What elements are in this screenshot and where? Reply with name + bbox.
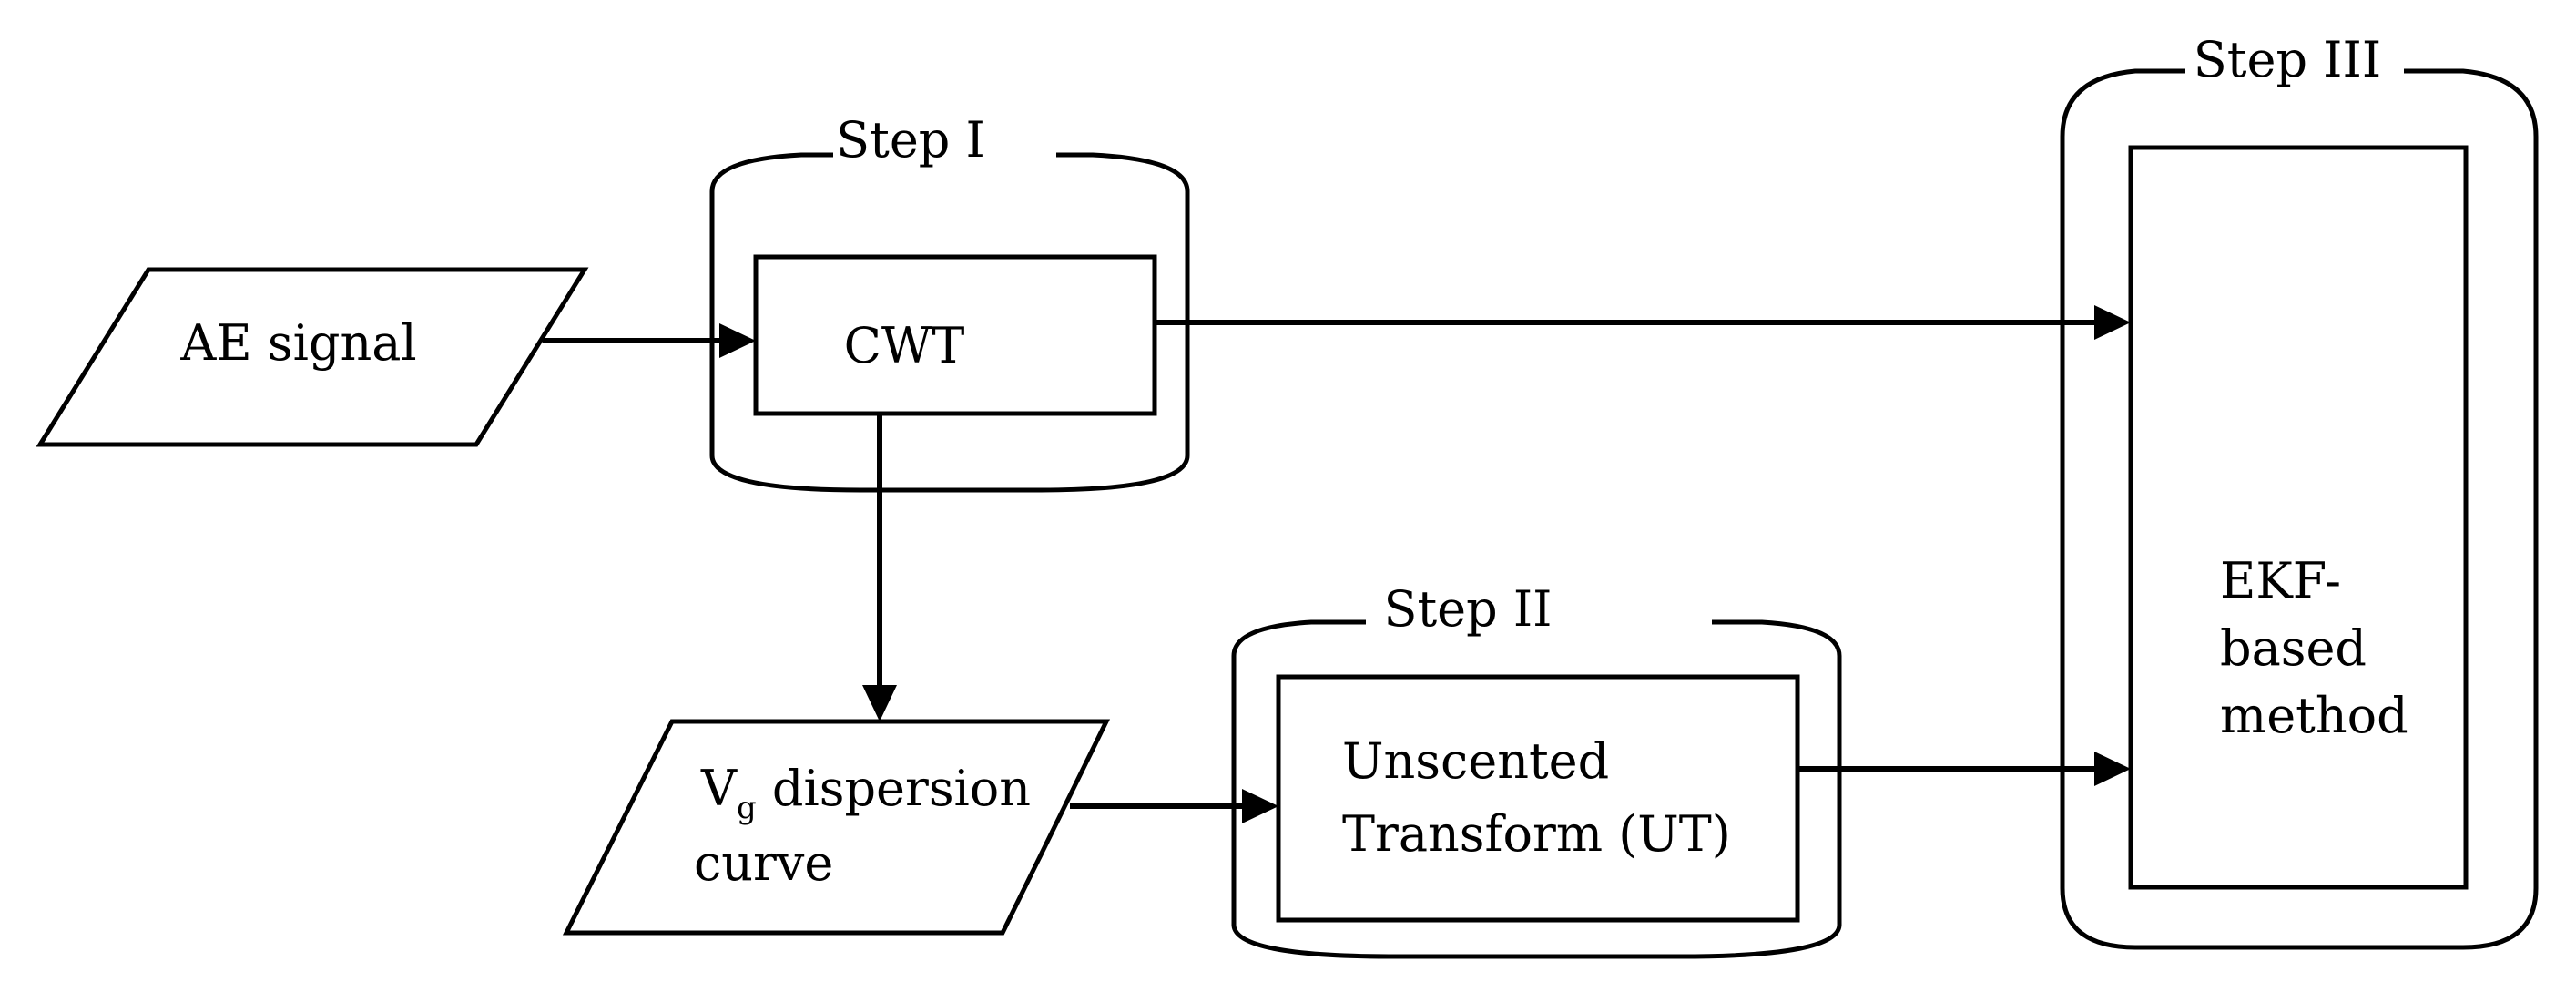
arrow-vg-to-ut (1070, 789, 1278, 823)
ae-signal-label: AE signal (179, 314, 416, 372)
step-2-label: Step II (1383, 580, 1552, 638)
ut-label-line1: Unscented (1342, 732, 1609, 790)
step-1-frame-left (709, 152, 1190, 493)
ut-node: Unscented Transform (UT) (1276, 674, 1800, 923)
cwt-node: CWT (753, 254, 1157, 416)
vg-dispersion-line1: Vg dispersion (700, 760, 1031, 826)
arrow-cwt-to-vg (862, 414, 897, 721)
arrow-cwt-to-ekf (1155, 305, 2131, 340)
ekf-label-line3: method (2220, 687, 2408, 744)
ut-label-line2: Transform (UT) (1342, 805, 1731, 863)
arrow-cwt-to-ekf-head (2094, 305, 2131, 340)
step-3-frame (2060, 68, 2539, 950)
vg-dispersion-text: dispersion (757, 760, 1031, 817)
arrow-cwt-to-vg-head (862, 685, 897, 721)
step-3-group: Step III (2060, 31, 2539, 950)
step-1-group: Step I (709, 111, 1190, 493)
vg-dispersion-shape (562, 719, 1111, 936)
arrow-ut-to-ekf-head (2094, 752, 2131, 786)
arrow-ae-to-cwt-head (719, 323, 756, 358)
step-2-group: Step II (1231, 580, 1842, 959)
ae-signal-shape (36, 267, 589, 447)
vg-subscript: g (737, 790, 757, 826)
step-3-label: Step III (2194, 31, 2381, 88)
arrow-ae-to-cwt (543, 323, 756, 358)
vg-dispersion-line2: curve (694, 834, 833, 892)
ae-signal-node: AE signal (36, 267, 589, 447)
step-1-label: Step I (836, 111, 985, 169)
arrow-ut-to-ekf (1797, 752, 2131, 786)
ut-box (1276, 674, 1800, 923)
cwt-label: CWT (844, 317, 965, 374)
ekf-label-line2: based (2220, 619, 2367, 677)
step-2-frame (1231, 619, 1842, 959)
ekf-node: EKF- based method (2128, 145, 2469, 890)
vg-dispersion-node: Vg dispersion curve (562, 719, 1111, 936)
arrow-vg-to-ut-head (1242, 789, 1278, 823)
cwt-box (753, 254, 1157, 416)
ekf-box (2128, 145, 2469, 890)
ekf-label-line1: EKF- (2220, 552, 2341, 609)
vg-symbol: V (700, 760, 738, 817)
